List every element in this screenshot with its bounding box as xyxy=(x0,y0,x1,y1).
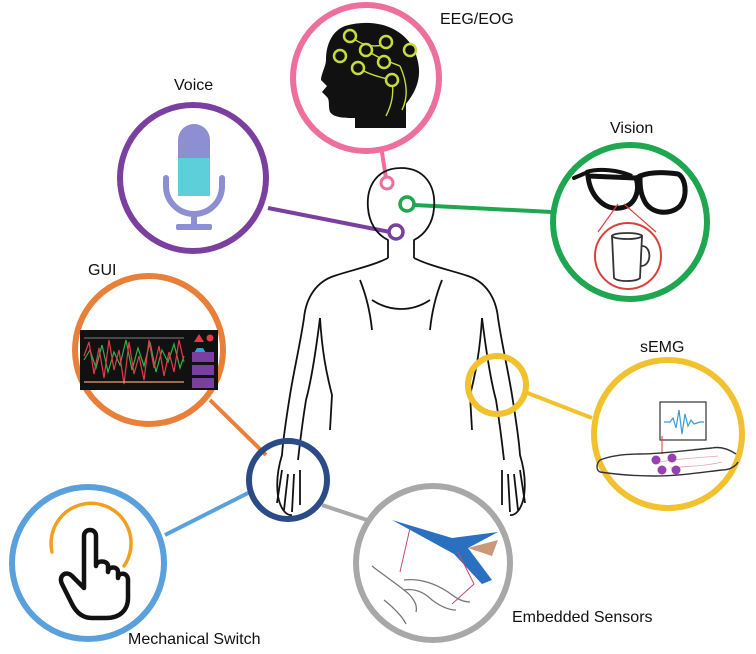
sensor-beam-lines xyxy=(399,527,475,605)
semg-signal-box xyxy=(659,401,707,441)
semg-module: sEMG xyxy=(591,339,745,511)
electrode-icon xyxy=(376,54,392,70)
embedded-circle xyxy=(353,483,513,643)
semg-electrode-icon xyxy=(671,465,681,475)
semg-connector xyxy=(524,390,593,420)
mechanical-hand-ring xyxy=(246,438,330,522)
vision-label: Vision xyxy=(610,120,653,137)
electrode-icon xyxy=(358,42,374,58)
eeg-attach-point xyxy=(379,175,395,191)
electrode-icon xyxy=(384,72,400,88)
forearm-icon xyxy=(596,446,739,477)
voice-label: Voice xyxy=(174,77,213,94)
head-silhouette-icon xyxy=(321,22,420,128)
voice-module: Voice xyxy=(117,77,269,254)
connectors xyxy=(164,145,593,537)
eeg-label: EEG/EOG xyxy=(440,11,514,28)
gui-panel-button xyxy=(192,352,214,362)
vision-attach-point xyxy=(398,195,416,213)
eeg-module: EEG/EOG xyxy=(290,2,514,154)
gui-label: GUI xyxy=(88,262,116,279)
mechanical-label: Mechanical Switch xyxy=(128,631,261,648)
voice-connector xyxy=(267,206,391,234)
pointing-hand-icon xyxy=(58,527,131,621)
semg-arm-ring xyxy=(465,353,529,417)
eeg-electrodes xyxy=(332,28,418,88)
gui-panel-button xyxy=(192,378,214,388)
electrode-icon xyxy=(350,60,366,76)
voice-attach-point xyxy=(387,223,405,241)
electrode-icon xyxy=(332,48,348,64)
gui-connector xyxy=(208,398,268,457)
semg-electrodes xyxy=(651,453,681,475)
electrode-icon xyxy=(378,34,394,50)
vision-connector xyxy=(413,203,553,214)
gui-signal-plot xyxy=(83,337,185,385)
embedded-sensors-module: Embedded Sensors xyxy=(353,483,653,643)
gui-panel-button xyxy=(192,365,214,375)
mechanical-switch-module: Mechanical Switch xyxy=(9,484,261,648)
sensor-device-icon xyxy=(392,520,498,584)
semg-electrode-icon xyxy=(657,465,667,475)
gesturing-hand-icon xyxy=(371,565,471,625)
human-body-outline xyxy=(276,167,526,516)
semg-signal-icon xyxy=(664,409,704,435)
semg-label: sEMG xyxy=(640,339,684,356)
electrode-icon xyxy=(402,42,418,58)
semg-electrode-icon xyxy=(651,455,661,465)
gui-module: GUI xyxy=(72,262,226,427)
dot-red-icon xyxy=(206,334,214,342)
microphone-icon xyxy=(163,124,225,230)
electrode-icon xyxy=(342,28,358,44)
press-arc-icon xyxy=(49,501,133,568)
eyeglasses-icon xyxy=(572,167,688,215)
triangle-icon xyxy=(194,334,204,342)
embedded-label: Embedded Sensors xyxy=(512,609,653,626)
mechanical-connector xyxy=(164,490,251,537)
vision-module: Vision xyxy=(550,120,710,302)
camera-view-lines xyxy=(597,203,657,233)
mug-icon xyxy=(611,232,651,282)
sensor-device-tip xyxy=(468,540,498,556)
semg-electrode-icon xyxy=(667,453,677,463)
